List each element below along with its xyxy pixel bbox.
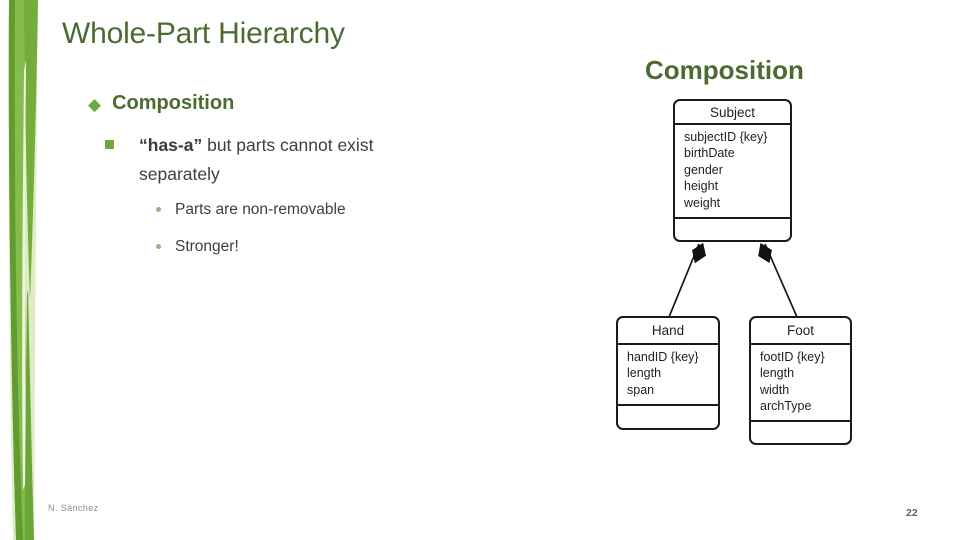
accent-stripe-graphic: [8, 0, 38, 540]
bullet-composition: ◆ Composition: [88, 92, 234, 115]
uml-class-subject-title: Subject: [675, 101, 790, 125]
slide-title: Whole-Part Hierarchy: [62, 17, 345, 50]
uml-class-hand-attributes: handID {key} length span: [618, 345, 718, 406]
attribute-row: length: [760, 366, 795, 381]
attribute-row: archType: [760, 399, 812, 414]
uml-class-foot-title: Foot: [751, 318, 850, 345]
attribute-row: birthDate: [684, 146, 735, 161]
composition-connectors: [668, 242, 798, 318]
uml-class-hand-title: Hand: [618, 318, 718, 345]
diamond-bullet-icon: ◆: [88, 95, 102, 114]
bullet-stronger-text: Stronger!: [175, 238, 239, 255]
uml-class-hand-methods-empty: [618, 406, 718, 428]
composition-diamond-icon: [692, 242, 706, 264]
uml-class-foot-methods-empty: [751, 422, 850, 443]
bullet-composition-label: Composition: [112, 92, 235, 114]
page-number: 22: [906, 507, 918, 519]
bullet-has-a-bold: “has-a”: [139, 135, 203, 155]
attribute-row: length: [627, 366, 662, 381]
square-bullet-icon: [105, 140, 114, 149]
attribute-row: height: [684, 179, 719, 194]
dot-bullet-icon: [156, 244, 161, 249]
attribute-row: footID {key}: [760, 350, 825, 364]
composition-diamond-icon: [758, 242, 772, 264]
uml-class-subject: Subject subjectID {key} birthDate gender…: [673, 99, 792, 242]
attribute-row: subjectID {key}: [684, 130, 768, 144]
attribute-row: handID {key}: [627, 350, 699, 364]
bullet-has-a: “has-a” but parts cannot exist separatel…: [105, 131, 441, 189]
uml-class-foot: Foot footID {key} length width archType: [749, 316, 852, 445]
uml-class-subject-attributes: subjectID {key} birthDate gender height …: [675, 125, 790, 219]
attribute-row: gender: [684, 162, 723, 177]
attribute-row: span: [627, 382, 655, 397]
dot-bullet-icon: [156, 207, 161, 212]
bullet-non-removable: Parts are non-removable: [156, 200, 346, 220]
attribute-row: width: [760, 382, 790, 397]
bullet-has-a-rest: but parts cannot exist separately: [139, 135, 374, 184]
diagram-heading: Composition: [645, 55, 804, 85]
bullet-non-removable-text: Parts are non-removable: [175, 201, 346, 218]
footer-author: N. Sánchez: [48, 503, 99, 513]
uml-class-hand: Hand handID {key} length span: [616, 316, 720, 430]
uml-class-foot-attributes: footID {key} length width archType: [751, 345, 850, 422]
bullet-stronger: Stronger!: [156, 237, 239, 257]
uml-class-subject-methods-empty: [675, 219, 790, 240]
bullet-has-a-text: “has-a” but parts cannot exist separatel…: [139, 131, 441, 189]
attribute-row: weight: [684, 195, 721, 210]
